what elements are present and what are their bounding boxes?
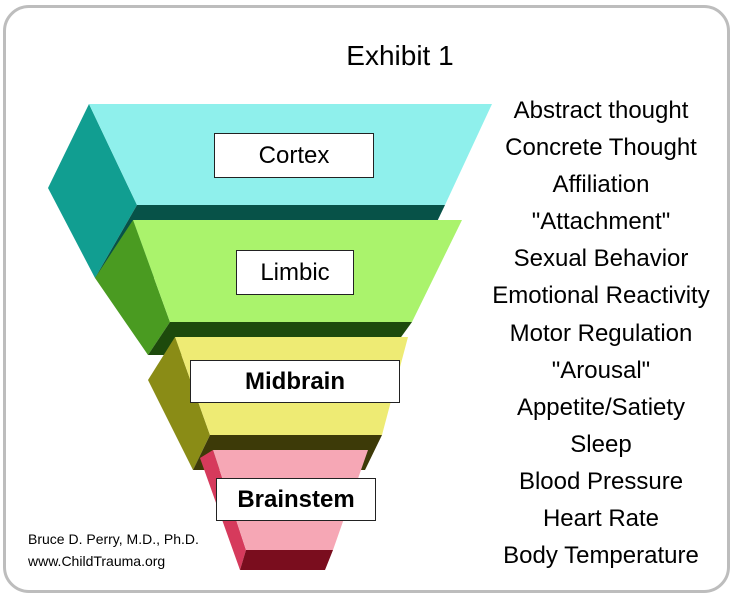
function-item: Abstract thought (513, 97, 689, 124)
function-item: Body Temperature (503, 542, 699, 570)
brainstem-label: Brainstem (216, 478, 376, 521)
function-item: "Attachment" (531, 208, 671, 236)
function-item: Emotional Reactivity (492, 282, 710, 310)
author-credit: Bruce D. Perry, M.D., Ph.D. www.ChildTra… (28, 528, 199, 572)
function-item: Affiliation (552, 171, 650, 199)
function-item: Appetite/Satiety (516, 393, 686, 421)
function-list: Abstract thought Concrete Thought Affili… (478, 92, 724, 574)
function-item: Blood Pressure (518, 467, 684, 495)
function-item: Sexual Behavior (513, 245, 689, 273)
brainstem-bottom-face (240, 550, 333, 570)
midbrain-side-face (148, 337, 210, 470)
cortex-side-face (48, 104, 137, 278)
cortex-label: Cortex (214, 133, 374, 178)
function-item: Motor Regulation (509, 319, 693, 347)
exhibit-title: Exhibit 1 (346, 40, 454, 71)
limbic-label: Limbic (236, 250, 354, 295)
function-item: Heart Rate (542, 505, 660, 533)
author-website: www.ChildTrauma.org (28, 553, 166, 569)
limbic-side-face (95, 220, 170, 355)
function-item: "Arousal" (551, 356, 651, 384)
function-item: Sleep (570, 430, 632, 458)
midbrain-label: Midbrain (190, 360, 400, 403)
function-item: Concrete Thought (505, 134, 697, 162)
author-name: Bruce D. Perry, M.D., Ph.D. (28, 531, 199, 547)
